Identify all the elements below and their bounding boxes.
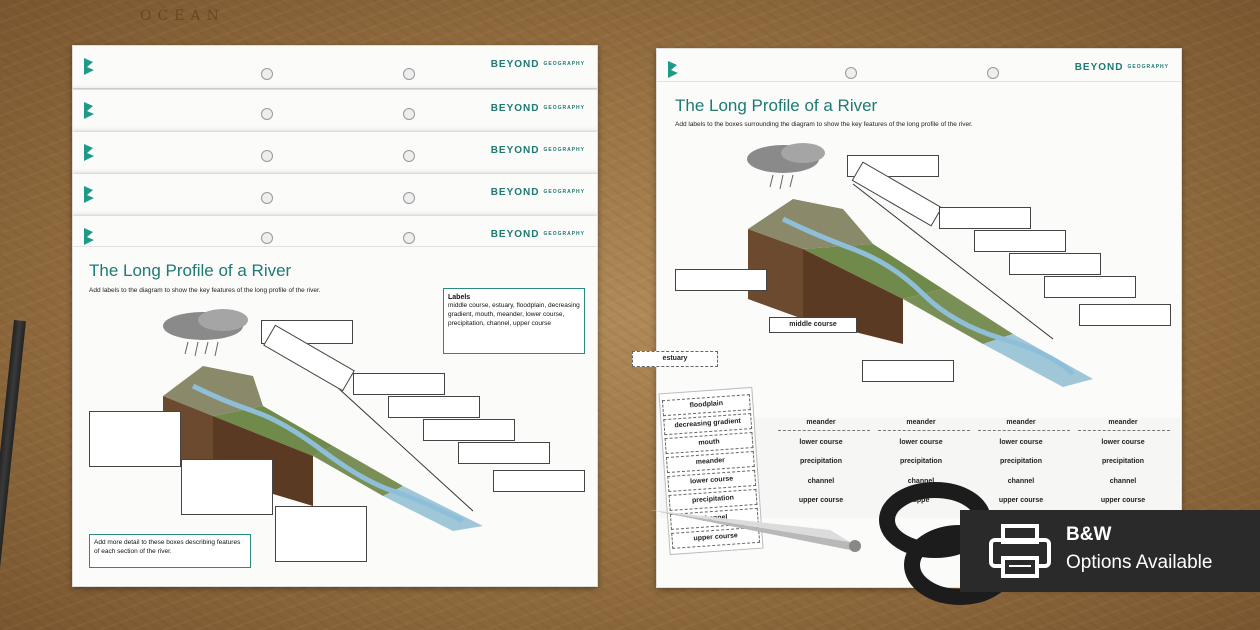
grid-label[interactable]: lower course (799, 438, 843, 446)
detail-box-middle[interactable] (181, 459, 273, 515)
label-box[interactable] (353, 373, 445, 395)
punch-hole (261, 68, 273, 80)
grid-label[interactable]: meander (1006, 419, 1036, 426)
bw-options-badge (960, 510, 1260, 592)
strip-label[interactable]: floodplain (661, 394, 751, 417)
tab-divider (73, 246, 597, 247)
cut-line (878, 430, 970, 431)
worksheet-title: The Long Profile of a River (89, 261, 292, 280)
detail-box-upper[interactable] (89, 411, 181, 467)
punch-hole (403, 150, 415, 162)
punch-hole (987, 67, 999, 79)
grid-label[interactable]: upper course (1100, 497, 1146, 504)
tab-divider (657, 81, 1181, 82)
punch-hole (261, 232, 273, 244)
beyond-logo-icon (84, 186, 94, 203)
placed-label-middle-course[interactable]: middle course (769, 317, 857, 333)
printer-icon (989, 524, 1051, 578)
badge-title: B&W (1066, 524, 1112, 545)
label-box[interactable] (1079, 304, 1171, 326)
detail-note: Add more detail to these boxes describin… (89, 534, 251, 568)
grid-label[interactable]: precipitation (999, 458, 1042, 465)
worksheet-title: The Long Profile of a River (675, 96, 878, 115)
strip-label[interactable]: decreasing gradient (663, 413, 753, 436)
punch-hole (403, 108, 415, 120)
badge-subtitle: Options Available (1066, 552, 1213, 573)
cut-line (1078, 430, 1170, 431)
worksheet-instruction: Add labels to the boxes surrounding the … (675, 121, 973, 128)
grid-label[interactable]: lower course (999, 438, 1043, 446)
label-box[interactable] (974, 230, 1066, 252)
beyond-logo-icon (668, 61, 678, 78)
label-box[interactable] (493, 470, 585, 492)
beyond-logo-icon (84, 228, 94, 245)
grid-label[interactable]: upper course (798, 497, 844, 504)
grid-label[interactable]: precipitation (799, 458, 842, 465)
cut-line (978, 430, 1070, 431)
grid-label[interactable]: meander (806, 419, 836, 426)
punch-hole (845, 67, 857, 79)
grid-label[interactable]: lower course (1101, 438, 1145, 446)
cut-line (778, 430, 870, 431)
loose-label-estuary[interactable]: estuary (632, 351, 718, 367)
grid-label[interactable]: channel (1007, 477, 1035, 485)
grid-label[interactable]: meander (906, 419, 936, 426)
grid-label[interactable]: channel (807, 477, 835, 485)
label-box[interactable] (939, 207, 1031, 229)
map-ocean-text: OCEAN (140, 8, 225, 24)
label-box[interactable] (862, 360, 954, 382)
punch-hole (261, 108, 273, 120)
label-box[interactable] (1044, 276, 1136, 298)
beyond-logo-icon (84, 144, 94, 161)
grid-label[interactable]: upper course (998, 497, 1044, 504)
beyond-logo-icon (84, 58, 94, 75)
scissors-icon (650, 482, 1016, 605)
grid-label[interactable]: precipitation (899, 458, 942, 465)
strip-label[interactable]: mouth (664, 432, 754, 455)
grid-label[interactable]: channel (907, 477, 935, 485)
grid-label[interactable]: channel (1109, 477, 1137, 485)
beyond-logo-icon (84, 102, 94, 119)
punch-hole (403, 232, 415, 244)
grid-label[interactable]: precipitation (1101, 458, 1144, 465)
grid-label[interactable]: uppe (912, 497, 930, 504)
label-box[interactable] (458, 442, 550, 464)
detail-box-lower[interactable] (275, 506, 367, 562)
label-box[interactable] (423, 419, 515, 441)
label-box[interactable] (1009, 253, 1101, 275)
punch-hole (261, 192, 273, 204)
grid-label[interactable]: lower course (899, 438, 943, 446)
label-box[interactable] (675, 269, 767, 291)
punch-hole (403, 192, 415, 204)
label-box[interactable] (388, 396, 480, 418)
worksheet-instruction: Add labels to the diagram to show the ke… (89, 287, 321, 294)
punch-hole (261, 150, 273, 162)
punch-hole (403, 68, 415, 80)
grid-label[interactable]: meander (1108, 419, 1138, 426)
